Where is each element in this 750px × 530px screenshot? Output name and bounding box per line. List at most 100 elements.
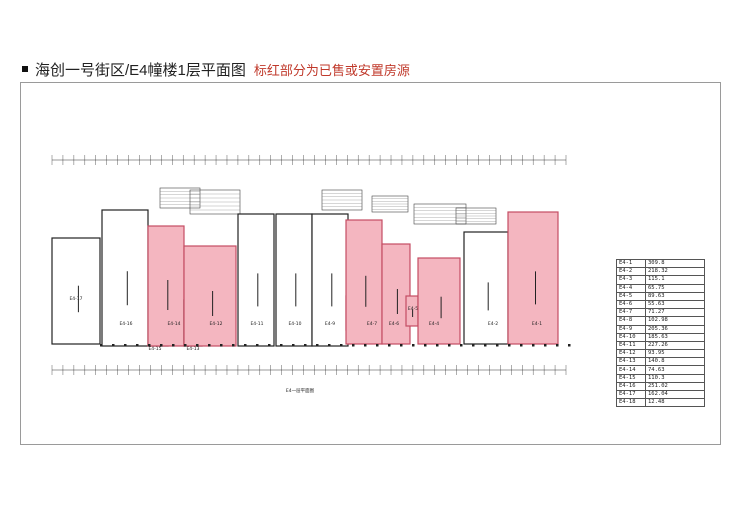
- column-marker: [124, 344, 127, 347]
- area-table-unit: E4-6: [616, 299, 646, 310]
- unit-room-e4-12: [183, 245, 237, 347]
- unit-label: E4-5: [408, 306, 418, 312]
- column-marker: [508, 344, 511, 347]
- area-table-area: 102.98: [645, 316, 705, 326]
- plan-caption: E4一层平面图: [286, 388, 315, 394]
- column-marker: [304, 344, 307, 347]
- column-marker: [568, 344, 571, 347]
- area-table-unit: E4-18: [616, 398, 646, 408]
- area-table-unit: E4-10: [616, 332, 646, 342]
- area-table-area: 74.63: [645, 365, 705, 375]
- unit-label: E4-2: [488, 321, 498, 327]
- column-marker: [220, 344, 223, 347]
- column-marker: [364, 344, 367, 347]
- unit-room-e4-17: [51, 237, 101, 345]
- column-marker: [484, 344, 487, 347]
- column-marker: [148, 344, 151, 347]
- area-table-area: 65.75: [645, 283, 705, 293]
- area-table-area: 55.63: [645, 299, 705, 310]
- area-table-unit: E4-17: [616, 389, 646, 400]
- area-table-area: 12.48: [645, 398, 705, 408]
- column-marker: [160, 344, 163, 347]
- area-table-unit: E4-7: [616, 308, 646, 318]
- area-table-area: 185.63: [645, 332, 705, 342]
- area-table-unit: E4-4: [616, 283, 646, 293]
- page-title-row: 海创一号街区/E4幢楼1层平面图 标红部分为已售或安置房源: [22, 58, 410, 80]
- column-marker: [520, 344, 523, 347]
- unit-room-e4-7: [345, 219, 383, 345]
- area-table-unit: E4-11: [616, 340, 646, 351]
- unit-label: E4-1: [532, 321, 542, 327]
- drawing-frame: [20, 82, 721, 445]
- area-table-unit: E4-13: [616, 357, 646, 367]
- unit-room-e4-2: [463, 231, 509, 345]
- area-table-area: 309.8: [645, 258, 705, 269]
- column-marker: [556, 344, 559, 347]
- unit-label: E4-16: [119, 321, 132, 327]
- column-marker: [100, 344, 103, 347]
- column-marker: [112, 344, 115, 347]
- column-marker: [544, 344, 547, 347]
- area-table-unit: E4-12: [616, 349, 646, 359]
- area-table-area: 71.27: [645, 308, 705, 318]
- column-marker: [208, 344, 211, 347]
- area-table-unit: E4-8: [616, 316, 646, 326]
- column-marker: [340, 344, 343, 347]
- bullet-icon: [22, 66, 28, 72]
- column-marker: [352, 344, 355, 347]
- column-marker: [376, 344, 379, 347]
- area-table-area: 205.36: [645, 324, 705, 334]
- unit-label: E4-13: [186, 346, 199, 352]
- column-marker: [172, 344, 175, 347]
- unit-label: E4-17: [69, 296, 82, 302]
- area-table-unit: E4-16: [616, 381, 646, 392]
- area-table-unit: E4-15: [616, 373, 646, 383]
- area-table-unit: E4-3: [616, 275, 646, 285]
- column-marker: [232, 344, 235, 347]
- unit-label: E4-12: [209, 321, 222, 327]
- area-table-area: 227.26: [645, 340, 705, 351]
- area-table-area: 89.63: [645, 291, 705, 301]
- unit-room-e4-9: [311, 213, 349, 347]
- column-marker: [472, 344, 475, 347]
- unit-label: E4-10: [288, 321, 301, 327]
- column-marker: [400, 344, 403, 347]
- area-table-area: 110.3: [645, 373, 705, 383]
- area-table-area: 115.1: [645, 275, 705, 285]
- unit-label: E4-15: [148, 346, 161, 352]
- column-marker: [328, 344, 331, 347]
- column-marker: [256, 344, 259, 347]
- column-marker: [532, 344, 535, 347]
- unit-label: E4-9: [325, 321, 335, 327]
- column-marker: [316, 344, 319, 347]
- sold-note: 标红部分为已售或安置房源: [253, 62, 410, 78]
- unit-room-e4-16: [101, 209, 149, 347]
- column-marker: [292, 344, 295, 347]
- unit-label: E4-14: [167, 321, 180, 327]
- column-marker: [196, 344, 199, 347]
- column-marker: [244, 344, 247, 347]
- area-table-unit: E4-5: [616, 291, 646, 301]
- area-table-area: 251.02: [645, 381, 705, 392]
- column-marker: [412, 344, 415, 347]
- column-marker: [460, 344, 463, 347]
- unit-label: E4-7: [367, 321, 377, 327]
- area-table-area: 140.8: [645, 357, 705, 367]
- column-marker: [268, 344, 271, 347]
- column-marker: [184, 344, 187, 347]
